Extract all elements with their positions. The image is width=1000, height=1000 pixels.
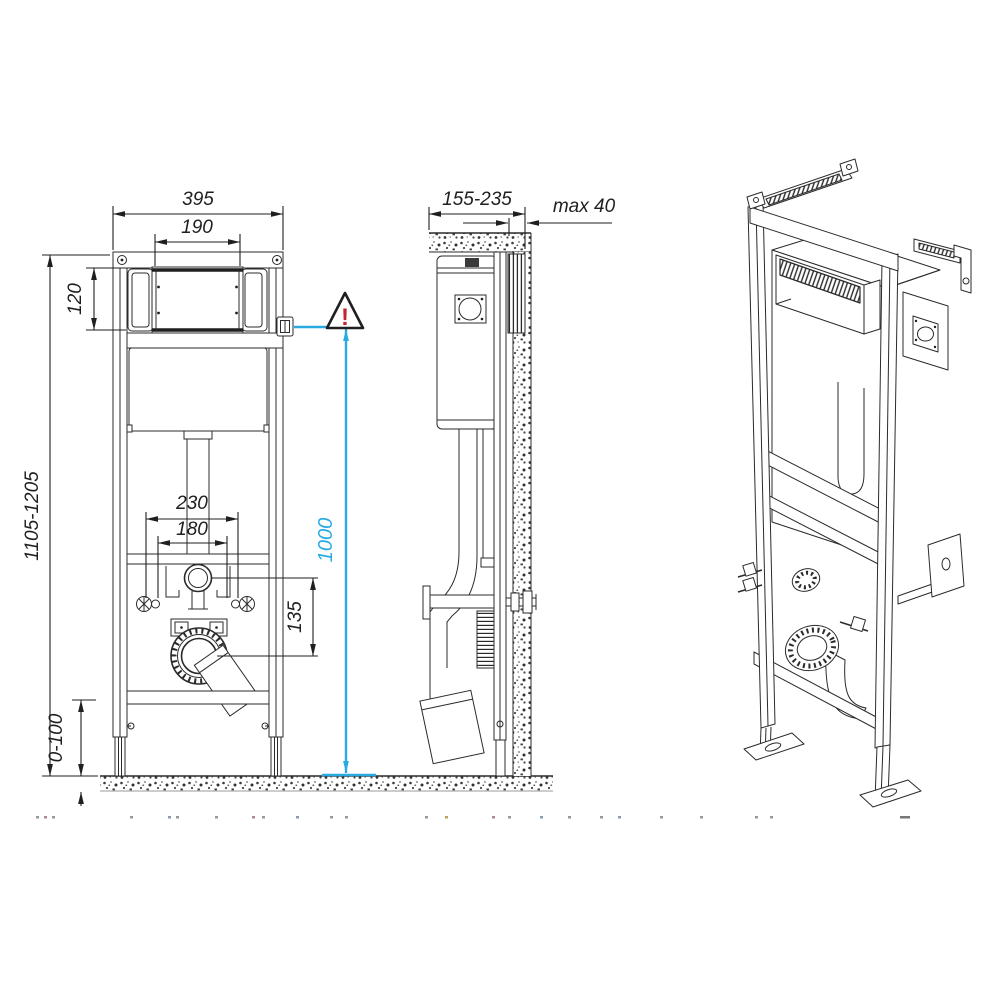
dim-foot-adjustment: 0-100 xyxy=(46,699,96,806)
dim-foot-adjustment-label: 0-100 xyxy=(46,713,67,762)
dim-overall-height-label: 1105-1205 xyxy=(22,471,43,561)
flush-pipe-side xyxy=(429,428,498,716)
iso-supply-connection xyxy=(791,568,821,592)
outlet-bend-side xyxy=(419,689,485,765)
accent-dimension: 1000 ! xyxy=(294,291,376,777)
isometric-view xyxy=(737,158,972,808)
dim-panel-width: 190 xyxy=(154,217,241,266)
dim-overall-width-label: 395 xyxy=(182,189,214,210)
finish-layer xyxy=(507,253,526,334)
wall-hatch xyxy=(507,233,532,776)
support-shelf xyxy=(126,553,270,565)
dim-overall-width: 395 xyxy=(112,189,284,250)
side-view: 155-235 max 40 xyxy=(419,189,616,777)
front-view: 395 190 120 1105-1205 230 xyxy=(22,189,318,806)
iso-foot-right xyxy=(859,744,922,808)
dim-panel-height: 120 xyxy=(65,267,126,331)
iso-top-crossbar xyxy=(749,206,899,272)
dim-depth-range: 155-235 xyxy=(428,189,526,249)
inspection-panel xyxy=(127,266,268,334)
dim-finish-max: max 40 xyxy=(463,196,616,236)
u-channel-bracket xyxy=(165,566,231,598)
frame-rails xyxy=(112,251,284,777)
iso-top-bracket-right xyxy=(913,238,972,294)
fixing-bolt-left xyxy=(136,596,160,612)
ceiling-hatch xyxy=(429,232,531,253)
lower-screws xyxy=(127,722,269,730)
accent-height-label: 1000 xyxy=(315,518,337,563)
iso-wall-bracket xyxy=(897,533,965,605)
dim-supply-drain-offset: 135 xyxy=(212,577,318,657)
warning-triangle-icon: ! xyxy=(325,291,365,331)
iso-fixing-rod-right xyxy=(839,616,869,632)
fixing-bolt-right xyxy=(231,596,255,612)
warning-mark-label: ! xyxy=(341,304,349,331)
dim-panel-width-label: 190 xyxy=(181,217,213,238)
dim-fixing-spacing-outer: 230 xyxy=(145,493,239,598)
iso-drain-socket xyxy=(784,624,840,672)
cistern-side xyxy=(436,255,498,430)
water-supply-connection xyxy=(183,563,213,610)
iso-top-bracket-left xyxy=(746,158,859,210)
flush-actuator-box xyxy=(276,316,294,337)
dim-fixing-spacing-inner: 180 xyxy=(157,519,228,598)
upper-crossbar xyxy=(126,332,284,349)
dim-fixing-spacing-outer-label: 230 xyxy=(175,493,208,514)
iso-fixing-rods-left xyxy=(737,561,763,593)
iso-actuator-box xyxy=(902,291,949,371)
cropped-caption-remnants xyxy=(36,816,910,819)
iso-foot-left xyxy=(743,726,805,761)
dim-supply-drain-offset-label: 135 xyxy=(285,601,306,633)
iso-inspection-opening xyxy=(775,254,881,335)
dim-panel-height-label: 120 xyxy=(65,283,86,315)
frame-post-side xyxy=(493,251,507,777)
dim-finish-max-label: max 40 xyxy=(553,196,616,217)
wall-anchor-bolt xyxy=(506,590,537,614)
dim-depth-range-label: 155-235 xyxy=(442,189,512,210)
floor-hatch xyxy=(100,775,553,792)
cistern-front xyxy=(126,347,270,433)
drain-sleeve-side xyxy=(476,610,497,669)
top-crossbar xyxy=(112,251,284,269)
dim-overall-height: 1105-1205 xyxy=(22,254,110,777)
dim-fixing-spacing-inner-label: 180 xyxy=(176,519,208,540)
lower-crossbar xyxy=(126,690,270,705)
